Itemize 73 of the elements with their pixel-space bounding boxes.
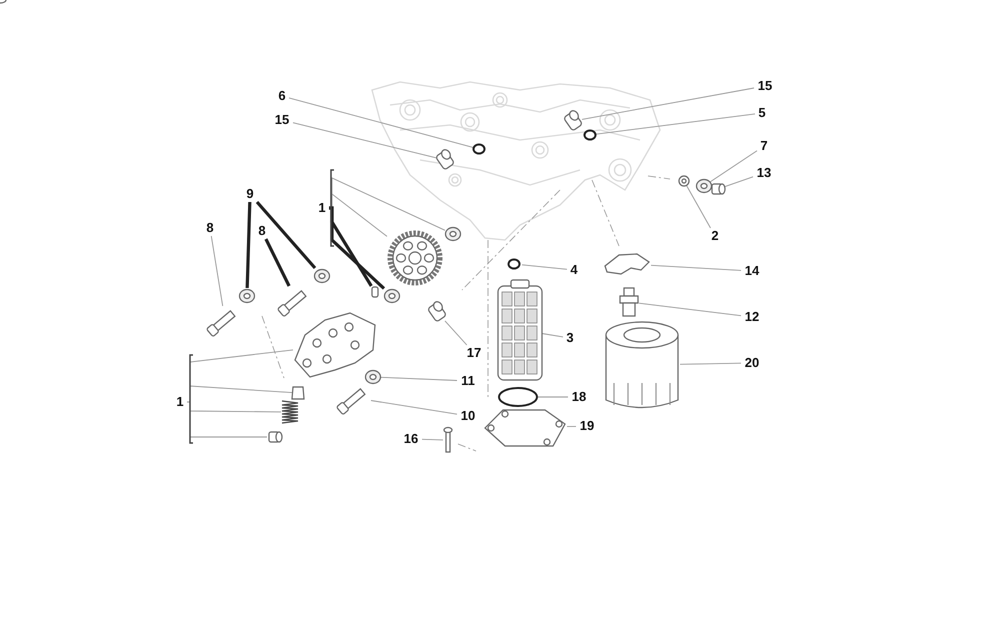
leader-line <box>264 238 291 287</box>
pin <box>371 286 379 298</box>
o-ring <box>498 387 538 407</box>
leader-line <box>370 400 458 415</box>
bolt <box>206 310 236 338</box>
washer <box>238 288 256 304</box>
leader-line <box>686 186 711 228</box>
leader-line <box>210 236 224 306</box>
leader-line <box>710 150 758 182</box>
leader-line <box>582 88 754 120</box>
callout-number: 5 <box>755 105 769 121</box>
leader-line <box>650 264 742 271</box>
leader-line <box>680 362 742 365</box>
leader-line <box>538 396 568 398</box>
screw <box>443 426 453 453</box>
leader-line <box>288 97 474 148</box>
callout-number: 11 <box>457 373 479 389</box>
leader-line <box>522 264 568 270</box>
threaded-nipple <box>619 287 639 317</box>
o-ring <box>508 258 520 270</box>
callout-number: 13 <box>753 165 775 181</box>
callout-number: 17 <box>463 345 485 361</box>
lock-plate <box>604 253 650 275</box>
callout-number: 20 <box>741 355 763 371</box>
callout-number: 15 <box>754 78 776 94</box>
callout-number: 3 <box>563 330 577 346</box>
callout-number: 8 <box>255 223 269 239</box>
bolt <box>276 290 307 318</box>
leader-line <box>542 333 564 338</box>
o-ring <box>584 130 596 140</box>
callout-number: 16 <box>400 431 422 447</box>
callout-number: 14 <box>741 263 763 279</box>
callout-number: 15 <box>271 112 293 128</box>
washer <box>384 288 400 304</box>
leader-line <box>638 302 742 316</box>
strainer <box>497 279 543 381</box>
leader-line <box>422 438 444 440</box>
leader-line <box>256 200 316 270</box>
spring <box>281 400 299 424</box>
cover-plate <box>484 409 566 447</box>
plug <box>711 183 726 195</box>
washer <box>696 178 712 194</box>
callout-number: 10 <box>457 408 479 424</box>
callout-number: 7 <box>757 138 771 154</box>
leader-line <box>444 320 468 346</box>
leader-line <box>380 376 458 381</box>
callout-number: 2 <box>708 228 722 244</box>
callout-number: 6 <box>275 88 289 104</box>
nut <box>444 226 462 242</box>
callout-number: 1 <box>173 394 187 410</box>
callout-number: 8 <box>203 220 217 236</box>
leader-line <box>596 113 756 135</box>
leader-line <box>724 176 754 188</box>
callout-number: 9 <box>243 186 257 202</box>
callout-number: 4 <box>567 262 581 278</box>
washer <box>314 268 330 284</box>
gear <box>388 230 442 286</box>
callout-number: 18 <box>568 389 590 405</box>
valve <box>291 386 305 400</box>
oil-filter <box>605 321 679 408</box>
callout-number: 12 <box>741 309 763 325</box>
washer <box>364 370 382 384</box>
o-ring <box>472 144 486 154</box>
leader-line <box>329 206 386 290</box>
oil-pump-drawing <box>294 312 376 378</box>
callout-number: 1 <box>315 200 329 216</box>
bolt <box>336 388 366 416</box>
leader-line <box>292 122 436 158</box>
callout-number: 19 <box>576 418 598 434</box>
bushing <box>678 175 690 187</box>
leader-line <box>566 426 576 428</box>
plug <box>268 431 283 443</box>
leader-line <box>246 202 252 288</box>
